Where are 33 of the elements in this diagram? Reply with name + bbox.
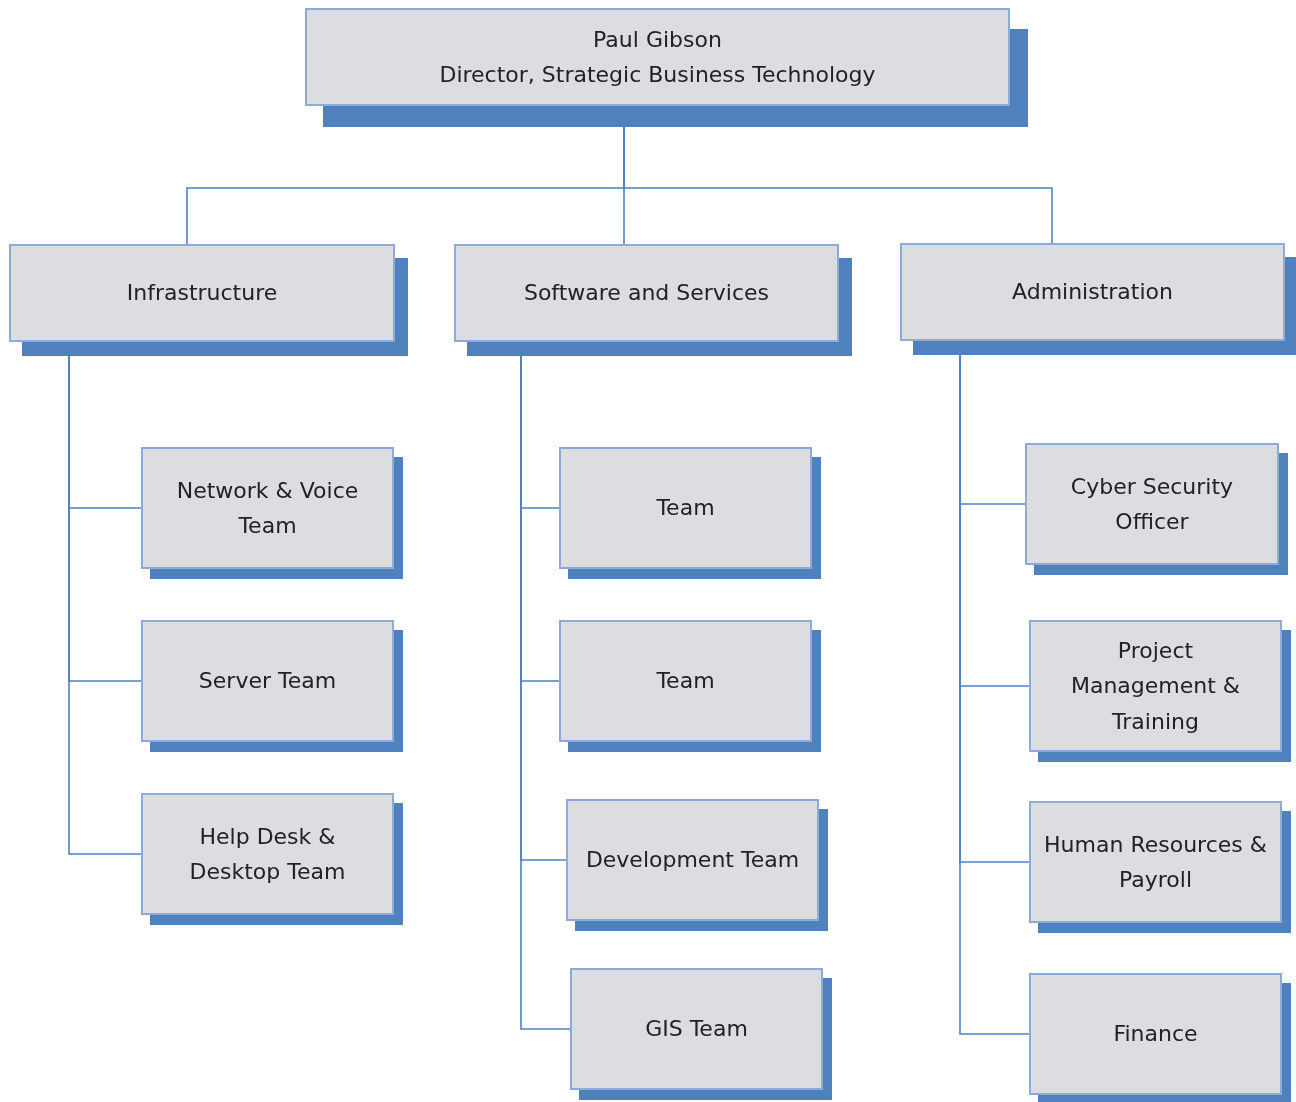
org-chart-box [141, 620, 403, 752]
org-chart-box [305, 8, 1028, 127]
org-chart-box [9, 244, 408, 356]
org-chart-box [1025, 443, 1288, 575]
box-label: Administration [1011, 278, 1174, 307]
box-label: Development Team [584, 846, 801, 875]
box-label: Finance [1112, 1020, 1199, 1049]
box-label: Team [655, 667, 716, 696]
person-name: Paul Gibson [592, 25, 723, 54]
org-chart-box [570, 968, 832, 1100]
org-chart-box [559, 620, 821, 752]
box-label: Server Team [197, 667, 338, 696]
connector-line [623, 126, 1053, 244]
org-chart-box [1029, 973, 1291, 1102]
org-chart-box [454, 244, 852, 356]
box-label: Infrastructure [125, 279, 279, 308]
org-chart-box [1029, 801, 1291, 933]
box-label: Network & Voice Team [175, 476, 360, 540]
org-chart-box [900, 243, 1296, 355]
org-chart-box [1029, 620, 1291, 762]
box-label: Human Resources & Payroll [1043, 830, 1268, 894]
box-label: Help Desk & Desktop Team [188, 822, 347, 886]
box-label: GIS Team [644, 1015, 749, 1044]
box-label: Cyber Security Officer [1069, 472, 1235, 536]
job-title: Director, Strategic Business Technology [438, 61, 877, 89]
box-label: Team [655, 494, 716, 523]
org-chart-box [559, 447, 821, 579]
org-chart-box [566, 799, 828, 931]
connector-line [68, 355, 142, 855]
org-chart-box [141, 447, 403, 579]
box-label: Software and Services [522, 279, 771, 308]
org-chart-box [141, 793, 403, 925]
box-label: Project Management & Training [1069, 637, 1242, 736]
